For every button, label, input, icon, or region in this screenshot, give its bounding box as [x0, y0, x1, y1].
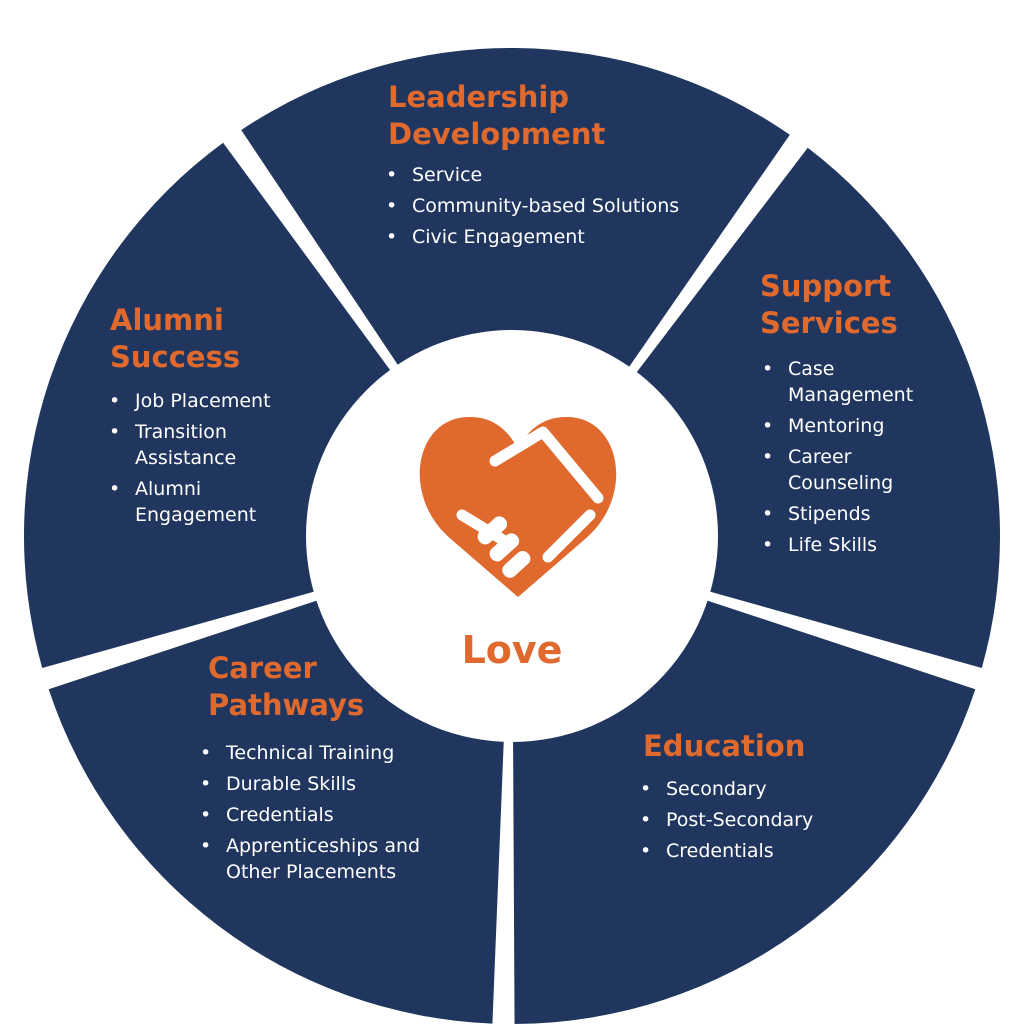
list-item: Credentials [638, 838, 813, 864]
list-item: Durable Skills [198, 771, 478, 797]
education-title: Education [643, 728, 805, 765]
list-item: Career Counseling [760, 444, 950, 496]
alumni-success-list: Job Placement Transition Assistance Alum… [107, 388, 287, 533]
career-pathways-title: Career Pathways [208, 650, 364, 724]
list-item: Post-Secondary [638, 807, 813, 833]
leadership-development-list: Service Community-based Solutions Civic … [384, 162, 679, 255]
list-item: Technical Training [198, 740, 478, 766]
list-item: Apprenticeships and Other Placements [198, 833, 478, 885]
list-item: Secondary [638, 776, 813, 802]
list-item: Civic Engagement [384, 224, 679, 250]
career-pathways-list: Technical Training Durable Skills Creden… [198, 740, 478, 890]
title-line: Development [388, 117, 606, 151]
list-item: Case Management [760, 356, 950, 408]
title-line: Success [110, 340, 241, 374]
support-services-list: Case Management Mentoring Career Counsel… [760, 356, 950, 563]
title-line: Alumni [110, 303, 224, 337]
title-line: Support [760, 269, 892, 303]
list-item: Life Skills [760, 532, 950, 558]
list-item: Job Placement [107, 388, 287, 414]
heart-handshake-icon [419, 416, 617, 597]
list-item: Credentials [198, 802, 478, 828]
list-item: Community-based Solutions [384, 193, 679, 219]
list-item: Stipends [760, 501, 950, 527]
list-item: Transition Assistance [107, 419, 287, 471]
center-label: Love [461, 628, 563, 672]
list-item: Mentoring [760, 413, 950, 439]
education-list: Secondary Post-Secondary Credentials [638, 776, 813, 869]
leadership-development-title: Leadership Development [388, 79, 605, 153]
list-item: Alumni Engagement [107, 476, 287, 528]
title-line: Education [643, 729, 806, 763]
title-line: Services [760, 306, 898, 340]
title-line: Leadership [388, 80, 570, 114]
list-item: Service [384, 162, 679, 188]
support-services-title: Support Services [760, 268, 898, 342]
title-line: Career [208, 651, 317, 685]
title-line: Pathways [208, 688, 365, 722]
alumni-success-title: Alumni Success [110, 302, 240, 376]
